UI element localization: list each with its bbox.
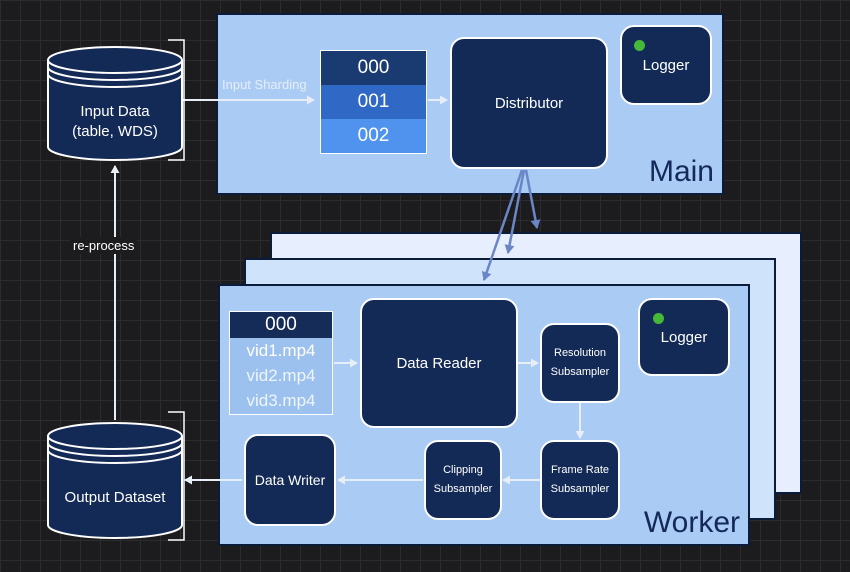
worker-panel-title: Worker — [643, 506, 740, 539]
output-dataset-cylinder — [47, 422, 183, 539]
worker-file-list: 000 vid1.mp4 vid2.mp4 vid3.mp4 — [229, 311, 333, 415]
input-bracket — [168, 39, 185, 161]
clipping-subsampler-label-line1: Clipping — [443, 464, 483, 476]
edge-distributor-worker-1 — [481, 169, 524, 281]
worker-logger-label: Logger — [660, 328, 708, 346]
main-panel-title: Main — [648, 155, 714, 188]
resolution-subsampler-label-line1: Resolution — [554, 347, 606, 359]
clipping-subsampler-node: Clipping Subsampler — [424, 440, 502, 520]
main-logger-node: Logger — [620, 25, 712, 105]
output-bracket — [168, 411, 185, 541]
shard-item: 001 — [321, 85, 426, 119]
data-reader-node: Data Reader — [360, 298, 518, 428]
file-list-item: vid1.mp4 — [246, 340, 316, 360]
file-list-item: vid3.mp4 — [246, 390, 316, 410]
resolution-subsampler-label-line2: Subsampler — [550, 366, 610, 378]
data-writer-node: Data Writer — [244, 434, 336, 526]
distributor-label: Distributor — [494, 94, 564, 112]
file-list-header: 000 — [230, 312, 332, 338]
shard-item: 000 — [321, 51, 426, 85]
input-data-label-line1: Input Data — [80, 103, 150, 120]
file-list-item: vid2.mp4 — [246, 365, 316, 385]
frame-rate-subsampler-node: Frame Rate Subsampler — [540, 440, 620, 520]
re-process-label: re-process — [70, 237, 138, 254]
clipping-subsampler-label-line2: Subsampler — [433, 483, 493, 495]
distributor-node: Distributor — [450, 37, 608, 169]
input-data-cylinder — [47, 46, 183, 161]
data-writer-label: Data Writer — [254, 472, 326, 488]
edge-distributor-worker-2 — [504, 169, 526, 254]
logger-status-dot — [634, 40, 645, 51]
frame-rate-subsampler-label-line1: Frame Rate — [550, 464, 610, 476]
frame-rate-subsampler-label-line2: Subsampler — [550, 483, 610, 495]
shard-list: 000 001 002 — [320, 50, 427, 154]
logger-status-dot — [653, 313, 664, 324]
edge-distributor-worker-3 — [524, 169, 541, 229]
resolution-subsampler-node: Resolution Subsampler — [540, 323, 620, 403]
input-sharding-label: Input Sharding — [222, 77, 307, 92]
worker-logger-node: Logger — [638, 298, 730, 376]
input-data-label-line2: (table, WDS) — [72, 123, 158, 140]
data-reader-label: Data Reader — [396, 354, 482, 372]
shard-item: 002 — [321, 119, 426, 153]
input-data-label: Input Data (table, WDS) — [48, 102, 182, 142]
output-dataset-label: Output Dataset — [64, 489, 166, 506]
main-logger-label: Logger — [642, 56, 690, 74]
